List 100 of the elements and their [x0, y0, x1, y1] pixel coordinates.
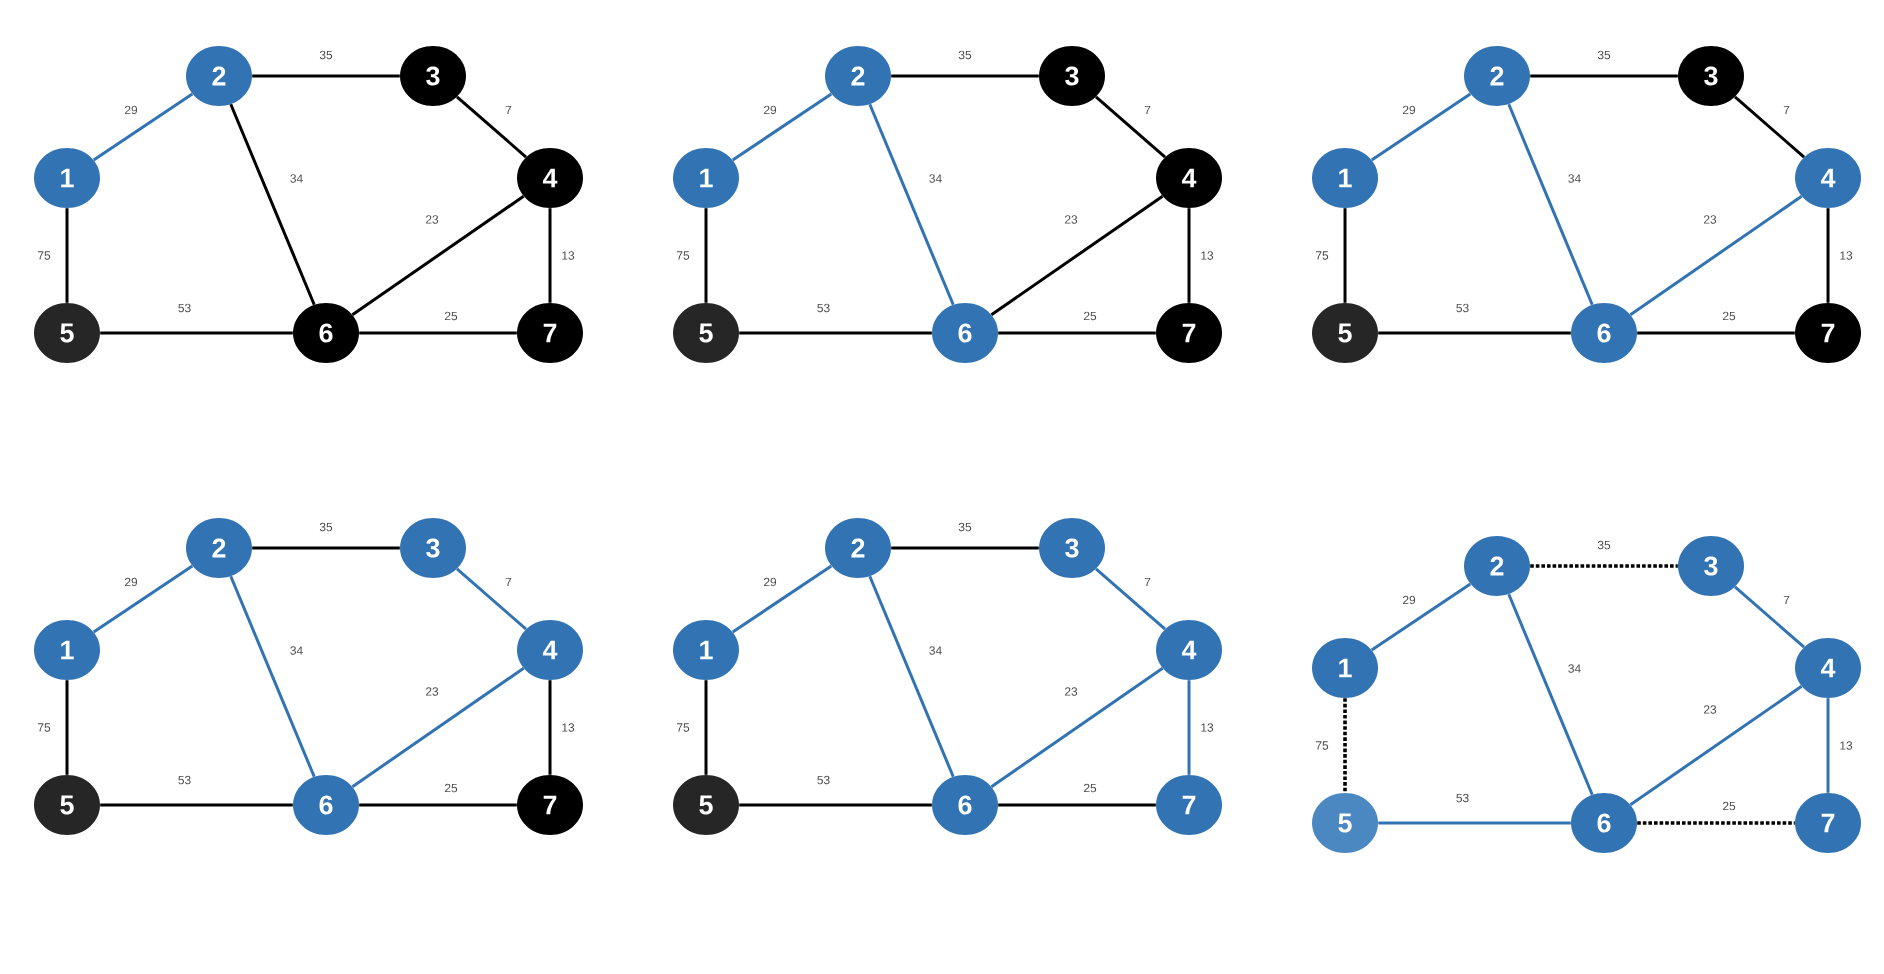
graph-edge [65, 680, 69, 775]
weight-label: 7 [1144, 577, 1151, 587]
graph-edge [704, 208, 708, 303]
graph-edge [1637, 821, 1795, 825]
graph-edge [252, 74, 400, 78]
graph-node: 5 [34, 303, 100, 363]
graph-node: 1 [1312, 638, 1378, 698]
graph-edge [731, 92, 833, 162]
weight-label: 35 [1597, 50, 1611, 60]
graph-edge [1826, 698, 1830, 793]
graph-node: 6 [1571, 303, 1637, 363]
weight-label: 29 [1402, 595, 1416, 605]
graph-node: 1 [673, 620, 739, 680]
graph-edge [998, 803, 1156, 807]
graph-node: 7 [1795, 303, 1861, 363]
graph-edge [1187, 680, 1191, 775]
graph-node: 2 [1464, 536, 1530, 596]
graph-edge [891, 74, 1039, 78]
weight-label: 75 [1316, 251, 1329, 260]
graph-node: 2 [1464, 46, 1530, 106]
graph-edge [1629, 195, 1803, 316]
graph-node: 5 [1312, 303, 1378, 363]
graph-node: 3 [1678, 536, 1744, 596]
graph-edge [92, 564, 194, 634]
weight-label: 75 [676, 251, 690, 260]
graph-node: 3 [1678, 46, 1744, 106]
graph-node: 4 [1156, 620, 1222, 680]
graph-node: 1 [1312, 148, 1378, 208]
graph-edge [1530, 74, 1678, 78]
graph-edge [229, 103, 316, 306]
graph-node: 1 [673, 148, 739, 208]
graph-edge [229, 575, 316, 778]
graph-node: 7 [1156, 303, 1222, 363]
graph-edge [868, 103, 955, 306]
graph-edge [1095, 95, 1167, 159]
graph-edge [92, 92, 194, 162]
weight-label: 53 [178, 303, 191, 313]
graph-edge [100, 803, 293, 807]
graph-edge [456, 95, 528, 159]
weight-label: 34 [929, 646, 942, 655]
weight-label: 29 [1402, 105, 1416, 115]
graph-node: 2 [825, 46, 891, 106]
graph-edge [739, 803, 932, 807]
graph-node: 3 [1039, 46, 1105, 106]
graph-node: 3 [1039, 518, 1105, 578]
weight-label: 53 [817, 775, 830, 785]
graph-edge [1530, 564, 1678, 568]
graph-node: 7 [517, 303, 583, 363]
weight-label: 23 [1064, 215, 1078, 224]
graph-edge [1187, 208, 1191, 303]
weight-label: 34 [1568, 174, 1581, 183]
weight-label: 7 [1783, 595, 1790, 605]
graph-edge [252, 546, 400, 550]
graph-edge [1378, 821, 1571, 825]
weight-label: 29 [763, 105, 777, 115]
graph-edge [731, 564, 833, 634]
graph-node: 6 [293, 775, 359, 835]
graph-node: 7 [517, 775, 583, 835]
weight-label: 35 [1597, 540, 1611, 550]
weight-label: 13 [1201, 251, 1214, 260]
graph-edge [739, 331, 932, 335]
graph-node: 6 [293, 303, 359, 363]
graph-edge [1370, 92, 1472, 162]
graph-node: 5 [1312, 793, 1378, 853]
weight-label: 25 [444, 311, 458, 321]
graph-node: 6 [1571, 793, 1637, 853]
weight-label: 75 [676, 723, 690, 732]
weight-label: 25 [1083, 783, 1097, 793]
graph-node: 7 [1795, 793, 1861, 853]
weight-label: 7 [1783, 105, 1790, 115]
weight-label: 53 [817, 303, 830, 313]
weight-label: 23 [1703, 215, 1717, 224]
graph-node: 5 [34, 775, 100, 835]
graph-node: 4 [1795, 638, 1861, 698]
graph-node: 5 [673, 775, 739, 835]
weight-label: 7 [1144, 105, 1151, 115]
weight-label: 29 [124, 105, 138, 115]
graph-node: 2 [186, 46, 252, 106]
graph-edge [1637, 331, 1795, 335]
weight-label: 13 [1840, 251, 1853, 260]
weight-label: 53 [178, 775, 191, 785]
graph-node: 6 [932, 775, 998, 835]
graph-node: 2 [825, 518, 891, 578]
graph-node: 4 [517, 148, 583, 208]
weight-label: 23 [1703, 705, 1717, 714]
graph-edge [1378, 331, 1571, 335]
weight-label: 23 [425, 687, 439, 696]
weight-label: 25 [444, 783, 458, 793]
graph-node: 4 [1156, 148, 1222, 208]
weight-label: 7 [505, 105, 512, 115]
graph-edge [1734, 95, 1806, 159]
graph-node: 1 [34, 620, 100, 680]
graph-node: 3 [400, 518, 466, 578]
weight-label: 13 [562, 723, 575, 732]
graph-edge [548, 208, 552, 303]
weight-label: 34 [1568, 664, 1581, 673]
weight-label: 13 [1840, 741, 1853, 750]
graph-node: 2 [186, 518, 252, 578]
weight-label: 35 [319, 50, 333, 60]
weight-label: 13 [1201, 723, 1214, 732]
